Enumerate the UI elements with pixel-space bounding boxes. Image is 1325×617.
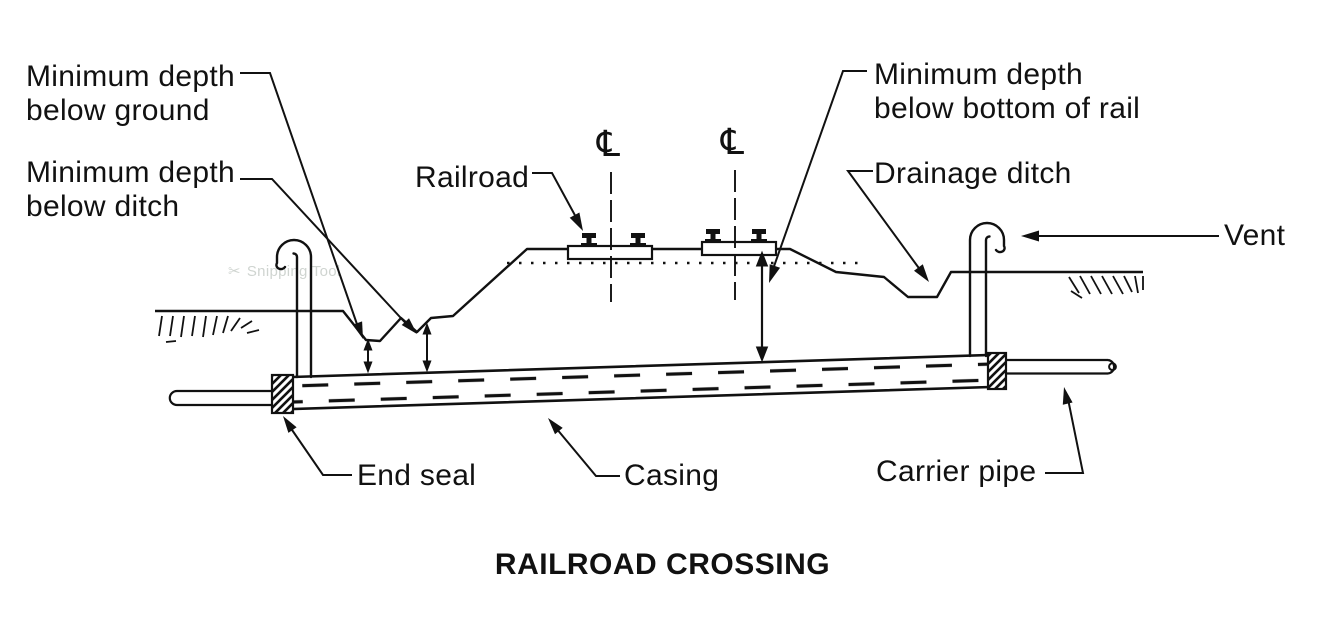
label-carrier-pipe: Carrier pipe [876, 455, 1037, 488]
carrier-pipe-left [168, 389, 272, 407]
label-railroad: Railroad [415, 161, 530, 194]
leader-drainage-ditch [846, 170, 922, 272]
terrain-profile-line [155, 247, 1143, 343]
leader-min-depth-ditch [240, 178, 413, 331]
leader-arrowheads [283, 212, 1073, 435]
leader-carrier-pipe [1045, 398, 1085, 474]
carrier-pipe-right [1006, 358, 1117, 375]
watermark: ✂ Snipping Tool [228, 262, 341, 280]
casing-fill-dashes [294, 357, 988, 407]
centerline-symbol-right: ℄ [721, 122, 745, 163]
label-line: below ditch [26, 190, 180, 223]
label-vent: Vent [1224, 219, 1286, 252]
label-line: Minimum depth [26, 156, 235, 189]
end-seal-left [270, 373, 295, 415]
label-line: Minimum depth [874, 58, 1083, 91]
casing-pipe [290, 353, 992, 411]
depth-arrow-below-ground [363, 338, 373, 374]
depth-arrow-below-rail [755, 250, 769, 363]
end-seal-right [986, 351, 1008, 391]
leader-railroad [532, 172, 578, 220]
railroad-tie-right [700, 240, 778, 257]
leader-min-depth-rail [771, 70, 867, 273]
rail-icon [581, 229, 767, 246]
railroad-tie-left [566, 244, 654, 261]
watermark-text: Snipping Tool [246, 263, 341, 280]
leader-casing [555, 427, 620, 477]
label-line: below ground [26, 94, 210, 127]
label-min-depth-below-ground: Minimum depth below ground [26, 60, 235, 128]
centerline-symbol-left: ℄ [597, 124, 621, 165]
label-line: below bottom of rail [874, 92, 1141, 125]
depth-arrow-below-ditch [422, 322, 432, 373]
label-drainage-ditch: Drainage ditch [874, 157, 1072, 190]
vent-pipe-left [275, 238, 313, 379]
leader-min-depth-ground [240, 72, 360, 331]
figure-title: RAILROAD CROSSING [494, 548, 831, 581]
snipping-tool-icon: ✂ [228, 263, 241, 280]
label-min-depth-below-rail: Minimum depth below bottom of rail [874, 58, 1140, 126]
ground-hatching-right [1068, 275, 1144, 299]
vent-pipe-right [968, 221, 1006, 358]
label-casing: Casing [624, 459, 720, 492]
leader-end-seal [289, 426, 352, 476]
ground-hatching-left [158, 315, 260, 343]
label-end-seal: End seal [357, 459, 477, 492]
label-line: Minimum depth [26, 60, 235, 93]
label-min-depth-below-ditch: Minimum depth below ditch [26, 156, 235, 224]
